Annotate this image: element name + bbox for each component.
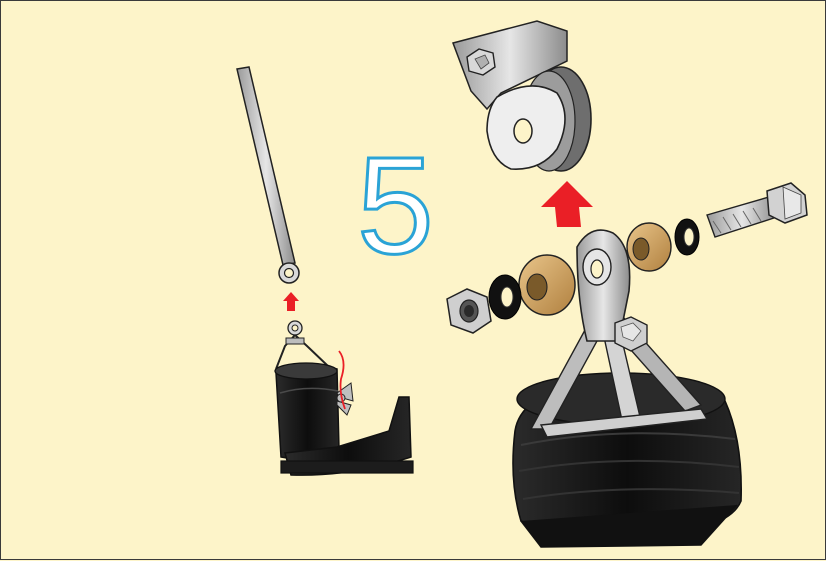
hex-bolt: [707, 183, 807, 237]
hex-nut: [447, 289, 491, 333]
small-cup-assembly: [275, 321, 413, 475]
rod-with-eyelet: [237, 67, 299, 283]
washer-right: [675, 219, 699, 255]
washer-left: [489, 275, 521, 319]
large-up-arrow: [541, 181, 593, 227]
small-up-arrow: [283, 292, 299, 311]
step-number: 5: [357, 129, 434, 283]
bronze-bushing-left: [519, 255, 575, 315]
wing-nut: [337, 383, 353, 415]
bronze-bushing-right: [627, 223, 671, 271]
pulley-bracket: [453, 21, 591, 171]
